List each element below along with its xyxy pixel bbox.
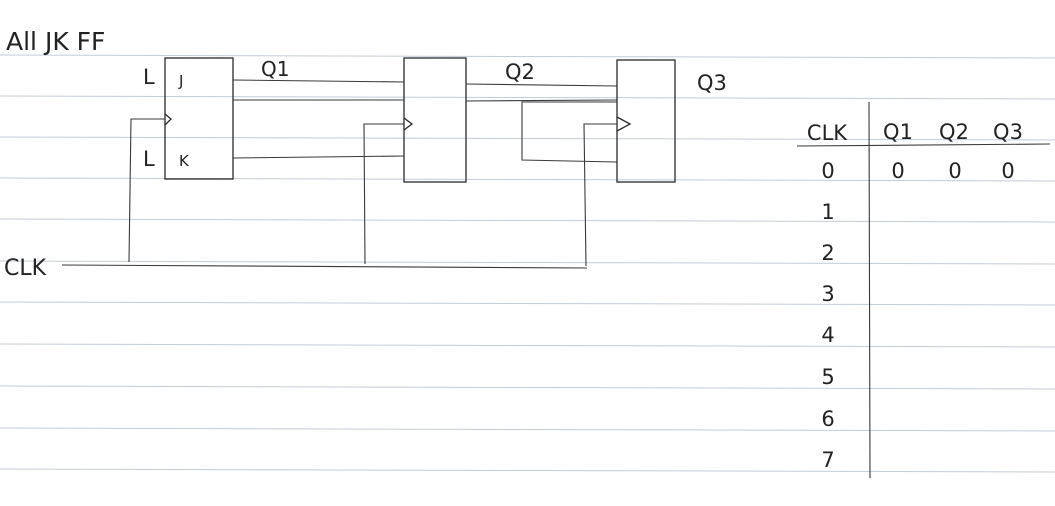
ff1-k-input-level: L	[143, 147, 155, 171]
table-row: 4	[821, 323, 834, 347]
q1-output-label: Q1	[261, 57, 289, 81]
table-row: 7	[821, 448, 834, 472]
table-vertical-rule	[868, 101, 871, 479]
table-row: 2	[821, 241, 834, 265]
ff1-k-label: K	[179, 152, 190, 170]
table-cell-clk: 1	[821, 200, 834, 224]
ruled-lines	[0, 54, 1055, 473]
ff3-clock-triangle	[616, 116, 632, 132]
table-header-q1: Q1	[883, 120, 913, 144]
q2-output-label: Q2	[505, 60, 535, 84]
q2-to-ff3-wire-2	[465, 99, 618, 102]
ff3-input-loop	[521, 101, 618, 163]
table-header-clk: CLK	[807, 121, 848, 145]
table-row: 1	[821, 200, 834, 224]
table-cell-clk: 0	[821, 159, 834, 183]
table-cell-q2: 0	[948, 159, 961, 183]
q1-to-ff2-top-wire	[232, 79, 405, 83]
q3-output-label: Q3	[697, 71, 727, 95]
clock-input-label: CLK	[4, 256, 47, 281]
clock-to-ff1	[128, 118, 165, 263]
clock-to-ff2	[363, 123, 404, 265]
flip-flop-2	[403, 57, 467, 183]
table-row: 6	[821, 407, 834, 431]
table-body: 0 0 0 0 1 2 3 4 5 6 7	[821, 159, 1014, 472]
table-cell-q1: 0	[891, 159, 904, 183]
table-row: 5	[821, 365, 834, 389]
ff1-j-input-level: L	[143, 65, 155, 89]
flip-flop-3	[616, 59, 676, 183]
ff2-box	[403, 57, 467, 183]
table-header-q3: Q3	[993, 120, 1023, 144]
table-cell-clk: 4	[821, 323, 834, 347]
table-row: 0 0 0 0	[821, 159, 1014, 183]
ff1-k-side-wire	[232, 155, 405, 159]
clock-to-ff3	[583, 123, 617, 267]
table-cell-clk: 7	[821, 448, 834, 472]
ff1-clock-triangle	[164, 113, 172, 126]
truth-table: CLK Q1 Q2 Q3 0 0 0 0 1 2 3 4 5 6 7	[796, 101, 1051, 479]
ff3-box	[616, 59, 676, 183]
ff1-j-label: J	[178, 72, 183, 90]
table-row: 3	[821, 282, 834, 306]
table-header-rule	[796, 143, 1051, 147]
q2-to-ff3-wire	[465, 83, 618, 87]
table-cell-q3: 0	[1001, 159, 1014, 183]
table-cell-clk: 6	[821, 407, 834, 431]
clock-bus	[61, 264, 588, 269]
table-cell-clk: 5	[821, 365, 834, 389]
wiring	[61, 79, 618, 269]
table-header-q2: Q2	[939, 120, 969, 144]
table-cell-clk: 2	[821, 241, 834, 265]
page-note: All JK FF	[6, 27, 105, 56]
ff1-box	[164, 57, 234, 180]
ff2-clock-triangle	[403, 117, 414, 131]
table-cell-clk: 3	[821, 282, 834, 306]
